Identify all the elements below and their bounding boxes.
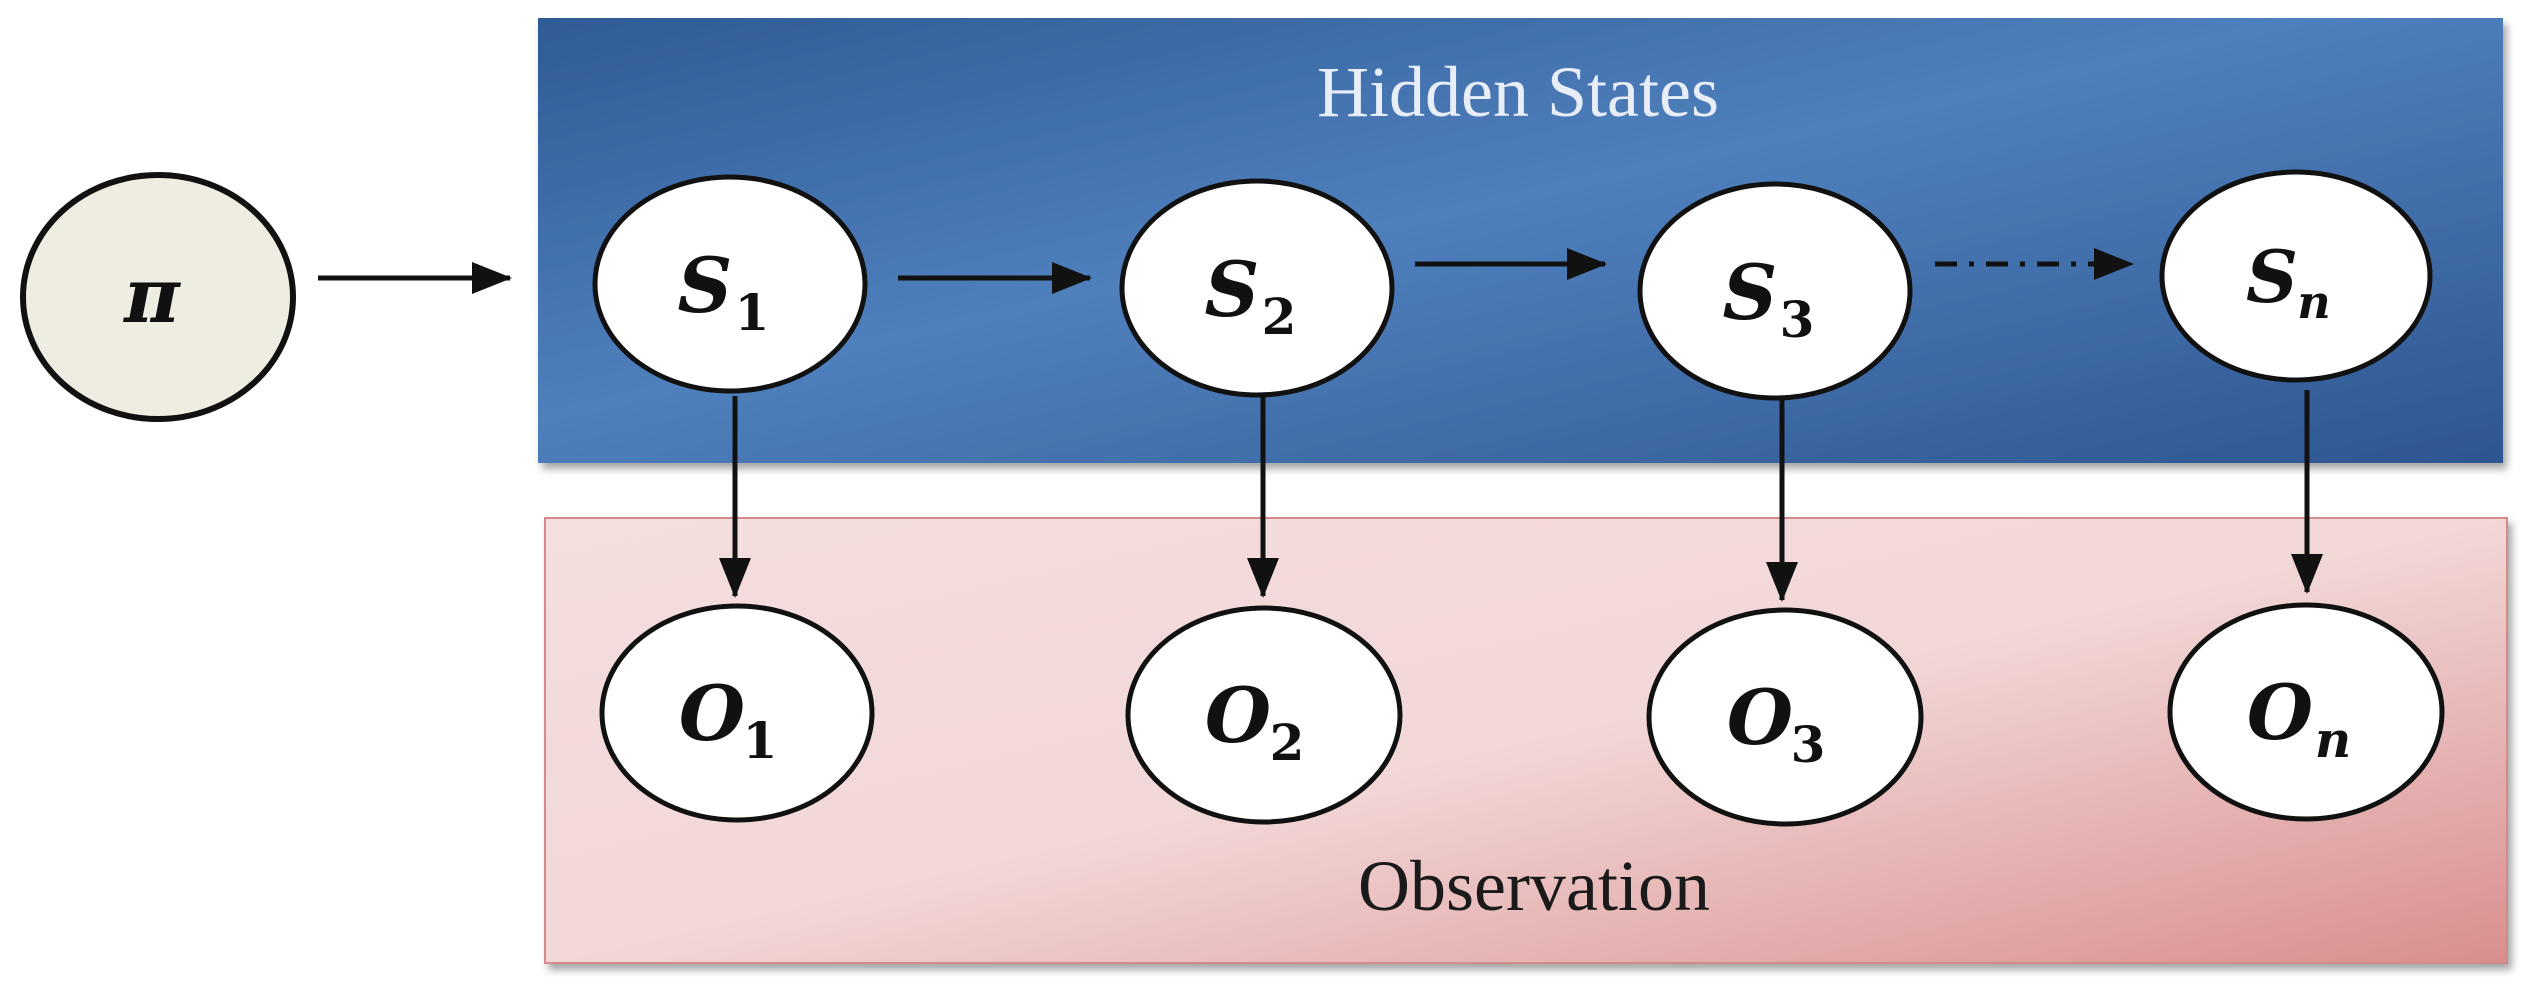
svg-text:S: S	[1723, 248, 1778, 337]
initial-state-node	[20, 172, 296, 422]
svg-text:1: 1	[743, 711, 778, 770]
hidden-states-title: Hidden States	[1317, 52, 1719, 132]
svg-text:O: O	[679, 669, 745, 758]
svg-text:S: S	[2246, 234, 2298, 319]
observation-node-o3: O 3	[1646, 607, 1924, 827]
state-node-s2: S 2	[1119, 178, 1395, 398]
svg-text:3: 3	[1780, 290, 1815, 349]
state-node-s1: S 1	[592, 174, 868, 394]
svg-text:1: 1	[735, 283, 770, 342]
observation-node-on: O n	[2167, 602, 2445, 822]
observation-node-o1: O 1	[599, 603, 875, 823]
svg-text:S: S	[678, 241, 733, 330]
initial-state-label: π	[122, 251, 181, 340]
svg-text:n: n	[2315, 710, 2351, 769]
observation-node-o2: O 2	[1125, 605, 1403, 825]
svg-text:3: 3	[1791, 715, 1826, 774]
svg-text:O: O	[2247, 668, 2313, 757]
state-node-sn: S n	[2159, 169, 2433, 383]
state-node-s3: S 3	[1637, 181, 1913, 401]
svg-text:O: O	[1727, 673, 1793, 762]
svg-text:2: 2	[1262, 287, 1297, 346]
svg-text:S: S	[1205, 245, 1260, 334]
svg-text:n: n	[2297, 275, 2330, 329]
svg-text:O: O	[1205, 671, 1271, 760]
observation-title: Observation	[1358, 846, 1710, 926]
svg-text:2: 2	[1270, 713, 1305, 772]
